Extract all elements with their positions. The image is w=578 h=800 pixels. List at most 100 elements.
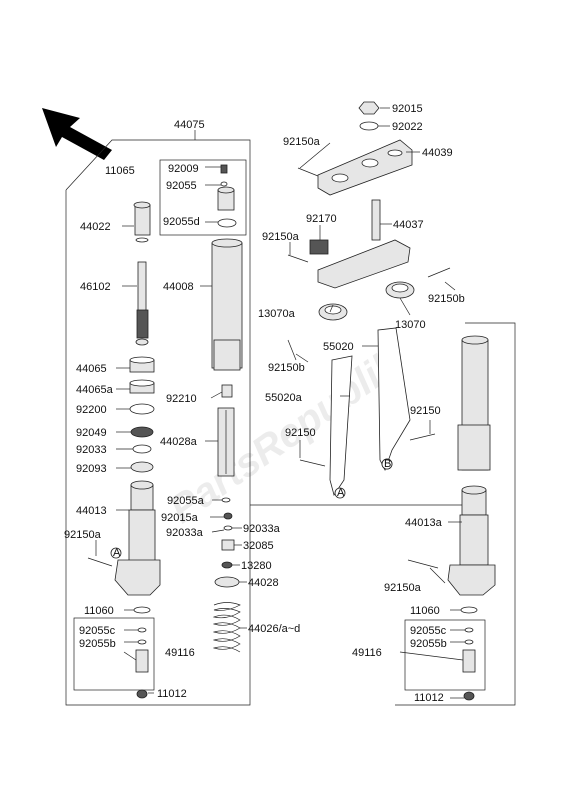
part-92055b-right [464, 639, 474, 645]
part-32085 [221, 539, 235, 551]
label-92055b-right: 92055b [410, 638, 447, 650]
part-49116-right [462, 649, 476, 673]
label-44013a: 44013a [405, 517, 443, 529]
label-92033a-right: 92033a [243, 523, 281, 535]
label-92009: 92009 [168, 163, 199, 175]
part-13070 [385, 281, 415, 299]
label-92049: 92049 [76, 427, 107, 439]
label-32085: 32085 [243, 540, 274, 552]
label-11060-right: 11060 [410, 605, 440, 617]
part-46102 [135, 261, 149, 346]
label-13070a: 13070a [258, 308, 296, 320]
part-92055 [220, 181, 228, 187]
label-92210: 92210 [166, 393, 197, 405]
labels: 44075 11065 92009 92055 92055d 44022 461… [64, 103, 465, 704]
label-92150-mid: 92150 [285, 427, 316, 439]
part-11012-right [463, 691, 475, 701]
label-13070: 13070 [395, 319, 426, 331]
label-44013: 44013 [76, 505, 107, 517]
svg-text:B: B [384, 458, 391, 470]
part-44013 [114, 480, 161, 596]
part-13070a [318, 303, 348, 321]
part-92200 [129, 403, 155, 415]
part-right-inner-tube [457, 335, 491, 471]
part-92055c-left [137, 627, 147, 633]
part-44008 [211, 238, 243, 371]
leader-lines [95, 107, 465, 699]
part-92033 [132, 444, 152, 454]
part-92150b-mid [287, 339, 297, 361]
label-11060-left: 11060 [84, 605, 114, 617]
label-44065: 44065 [76, 363, 107, 375]
part-92033a [223, 525, 233, 531]
part-92150b-right [427, 267, 451, 278]
part-92150-right [409, 433, 436, 441]
part-92055c-right [464, 627, 474, 633]
marker-a-left: A [110, 547, 122, 559]
part-92049 [130, 426, 154, 438]
label-92093: 92093 [76, 463, 107, 475]
label-44075: 44075 [174, 119, 205, 131]
part-92055d [217, 218, 237, 228]
label-92150b-mid: 92150b [268, 362, 305, 374]
part-92150a-mid [287, 254, 309, 263]
part-11060-right [460, 606, 478, 614]
label-11065: 11065 [105, 165, 135, 177]
part-44022 [133, 201, 151, 243]
left-valve-box [73, 617, 155, 691]
part-44028a [217, 407, 235, 477]
part-92093 [130, 461, 154, 473]
label-92150-right: 92150 [410, 405, 441, 417]
part-92150a-left [87, 557, 113, 567]
label-92200: 92200 [76, 404, 107, 416]
label-11012-right: 11012 [414, 692, 444, 704]
label-92015: 92015 [392, 103, 423, 115]
label-55020: 55020 [323, 341, 354, 353]
label-92150a-top: 92150a [283, 136, 321, 148]
label-49116-right: 49116 [352, 647, 382, 659]
right-assembly-frame [250, 322, 516, 706]
part-11060-left [133, 606, 151, 614]
label-49116-left: 49116 [165, 647, 195, 659]
part-92150-mid [299, 459, 326, 467]
label-44039: 44039 [422, 147, 453, 159]
label-44037: 44037 [393, 219, 424, 231]
part-44028 [214, 576, 240, 588]
right-valve-box [404, 619, 486, 691]
label-92055d: 92055d [163, 216, 200, 228]
part-44026-spring [212, 602, 241, 653]
label-44065a: 44065a [76, 384, 114, 396]
label-92055c-left: 92055c [79, 625, 116, 637]
top-cap-box [159, 159, 247, 236]
part-44065 [129, 356, 155, 373]
svg-text:A: A [113, 547, 121, 559]
label-44026: 44026/a~d [248, 623, 300, 635]
label-44022: 44022 [80, 221, 111, 233]
part-92150a-right [407, 559, 439, 569]
part-92015 [358, 101, 380, 115]
label-92033: 92033 [76, 444, 107, 456]
part-92170 [309, 239, 329, 255]
label-92150a-left: 92150a [64, 529, 102, 541]
part-92022 [359, 121, 379, 131]
part-44037 [317, 199, 411, 289]
part-49116-left [135, 649, 149, 673]
part-44065a [129, 379, 155, 394]
label-92150a-right: 92150a [384, 582, 422, 594]
label-92150a-mid: 92150a [262, 231, 300, 243]
label-44028a: 44028a [160, 436, 198, 448]
label-92170: 92170 [306, 213, 337, 225]
label-92150b-right: 92150b [428, 293, 465, 305]
label-11012-left: 11012 [157, 688, 187, 700]
label-92015a: 92015a [161, 512, 199, 524]
part-44013a [447, 485, 496, 596]
label-92033a-left: 92033a [166, 527, 204, 539]
part-44039 [317, 139, 413, 196]
label-44028: 44028 [248, 577, 279, 589]
label-13280: 13280 [241, 560, 272, 572]
part-55020a [329, 355, 353, 496]
label-46102: 46102 [80, 281, 111, 293]
part-11012-left [136, 689, 148, 699]
svg-text:A: A [337, 487, 345, 499]
